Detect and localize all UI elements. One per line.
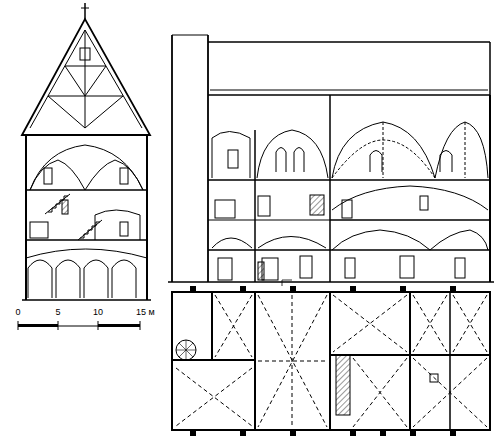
scale-label: 10 xyxy=(93,308,103,317)
cross-section xyxy=(22,3,151,300)
scale-label: 5 xyxy=(55,308,60,317)
scale-bar xyxy=(18,321,140,330)
scale-label: 0 xyxy=(15,308,20,317)
longitudinal-section xyxy=(168,35,494,282)
floor-plan xyxy=(172,280,490,436)
scale-label: 15 м xyxy=(136,308,155,317)
